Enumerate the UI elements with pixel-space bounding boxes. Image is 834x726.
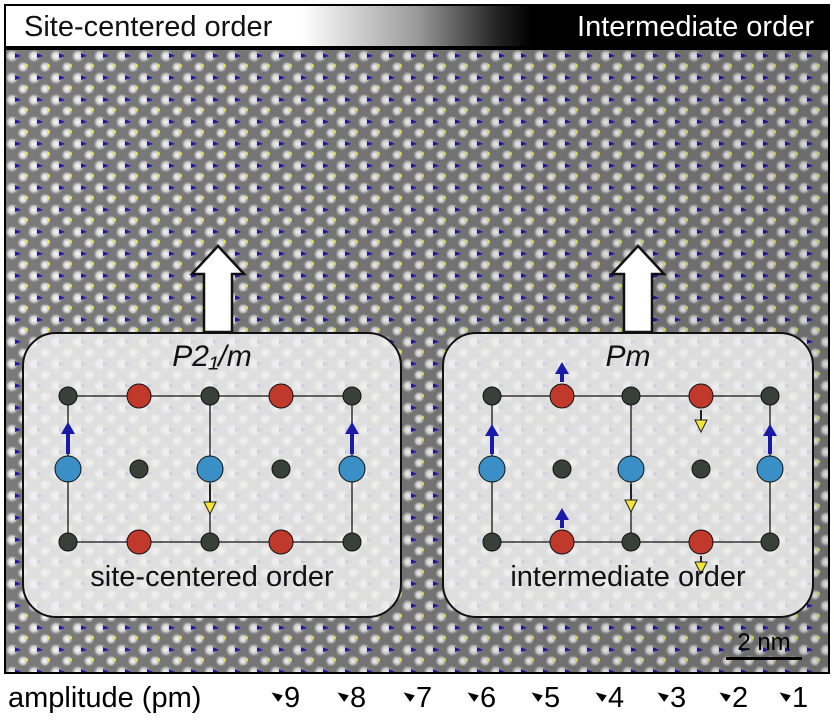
scale-bar: 2 nm [726,631,802,660]
amplitude-arrow-icon [401,689,415,702]
amplitude-legend-label: amplitude (pm) [8,682,202,714]
amplitude-value: 8 [335,682,366,715]
amplitude-arrow-icon [777,689,791,702]
intermediate-panel: Pm intermediate order [442,332,814,618]
order-gradient-header: Site-centered order Intermediate order [4,4,830,48]
intermediate-order-label: Intermediate order [577,11,814,43]
intermediate-unit-cell [478,362,784,576]
amplitude-arrow-icon [269,689,283,702]
panel-caption: intermediate order [510,561,746,593]
amplitude-value: 7 [401,682,432,715]
space-group-title: P2₁/m [172,340,252,373]
amplitude-arrow-icon [717,689,731,702]
amplitude-value: 3 [655,682,686,715]
amplitude-value: 4 [593,682,624,715]
scale-bar-line [726,657,802,660]
scale-bar-label: 2 nm [737,629,791,656]
amplitude-arrow-icon [593,689,607,702]
amplitude-arrow-icon [529,689,543,702]
amplitude-value: 9 [269,682,300,715]
amplitude-arrow-icon [655,689,669,702]
site-centered-unit-cell [54,383,366,555]
site-centered-order-label: Site-centered order [24,11,273,43]
site-centered-panel: P2₁/m site-centered order [22,332,402,618]
space-group-title: Pm [605,340,651,373]
amplitude-arrow-icon [465,689,479,702]
amplitude-value: 1 [777,682,808,715]
amplitude-legend: amplitude (pm) 9 8 7 6 5 4 3 2 1 [8,682,828,722]
amplitude-arrow-icon [335,689,349,702]
amplitude-value: 5 [529,682,560,715]
stem-image: P2₁/m site-centered order [4,48,830,674]
amplitude-value: 2 [717,682,748,715]
amplitude-value: 6 [465,682,496,715]
panel-caption: site-centered order [90,561,334,593]
